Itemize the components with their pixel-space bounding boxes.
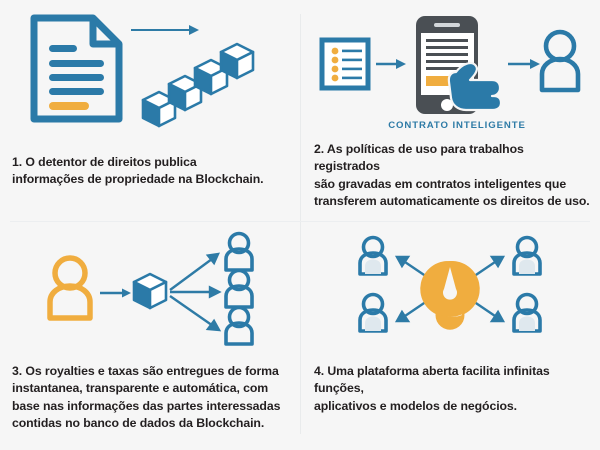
hand-pointer-icon <box>447 62 503 112</box>
document-to-blockchain-illustration <box>30 14 254 127</box>
arrow-right-icon <box>130 24 199 35</box>
distribution-arrows <box>169 252 222 332</box>
document-line-3 <box>48 73 104 81</box>
open-source-logo-icon <box>420 260 480 330</box>
panel-1: 1. O detentor de direitos publica inform… <box>0 0 300 225</box>
phone-accept-bar[interactable] <box>426 76 468 86</box>
panel-2-artwork <box>300 0 600 124</box>
panel-3-artwork <box>0 225 300 353</box>
arrow-right-icon-1 <box>376 59 406 69</box>
checklist-bullet-3 <box>331 65 339 73</box>
checklist-bullet-1 <box>331 47 339 55</box>
cube-4 <box>219 42 254 79</box>
document-line-4 <box>48 87 104 95</box>
person-icon-1 <box>224 231 254 272</box>
cube-1 <box>141 90 176 127</box>
vertical-divider <box>300 14 301 434</box>
cube-2 <box>167 74 202 111</box>
phone-speaker-icon <box>434 23 460 27</box>
checklist-icon <box>319 37 371 91</box>
royalty-distribution-illustration <box>47 231 254 346</box>
person-icon <box>539 29 581 93</box>
smart-contract-label: CONTRATO INTELIGENTE <box>388 120 526 131</box>
panel-3-caption: 3. Os royalties e taxas são entregues de… <box>12 364 281 431</box>
document-line-1 <box>48 44 77 52</box>
document-icon <box>30 14 122 122</box>
panel-4-caption: 4. Uma plataforma aberta facilita infini… <box>314 364 550 413</box>
open-platform-illustration <box>358 235 542 333</box>
horizontal-divider <box>10 221 590 222</box>
panel-4: 4. Uma plataforma aberta facilita infini… <box>300 225 600 450</box>
person-icon-3 <box>224 305 254 346</box>
phone-home-button-icon[interactable] <box>441 99 453 111</box>
blockchain-cubes-icon <box>141 42 254 127</box>
panel-2-caption: 2. As políticas de uso para trabalhos re… <box>314 142 590 209</box>
panel-2: CONTRATO INTELIGENTE 2. As políticas de … <box>300 0 600 225</box>
checklist-bullet-2 <box>331 56 339 64</box>
person-icon-top-left <box>358 235 388 276</box>
arrow-right-icon <box>100 288 131 298</box>
person-icon-top-right <box>512 235 542 276</box>
arrow-right-icon-2 <box>508 59 540 69</box>
person-icon-2 <box>224 268 254 309</box>
smart-contract-illustration <box>319 16 581 114</box>
cube-icon <box>132 272 168 310</box>
document-line-2 <box>48 59 104 67</box>
panel-4-artwork <box>300 225 600 353</box>
person-orange-icon <box>47 255 93 321</box>
panel-1-caption: 1. O detentor de direitos publica inform… <box>12 155 264 187</box>
panel-3: 3. Os royalties e taxas são entregues de… <box>0 225 300 450</box>
document-highlight-line <box>48 101 89 110</box>
panel-1-artwork <box>0 0 300 139</box>
person-icon-bottom-left <box>358 292 388 333</box>
person-icon-bottom-right <box>512 292 542 333</box>
checklist-bullet-4 <box>331 74 339 82</box>
